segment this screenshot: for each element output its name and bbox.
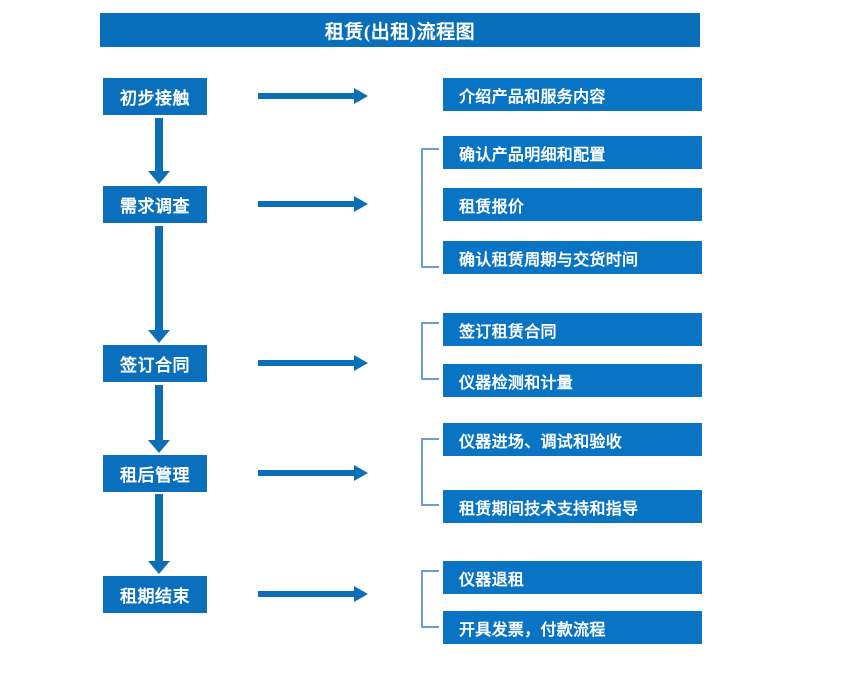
diagram-title: 租赁(出租)流程图	[100, 13, 700, 47]
stage-box-3[interactable]: 签订合同	[103, 345, 207, 382]
vertical-arrow-2	[148, 226, 170, 343]
horizontal-arrow-2	[258, 196, 368, 212]
detail-box-2[interactable]: 确认产品明细和配置	[443, 136, 702, 169]
horizontal-arrow-5	[258, 586, 368, 602]
vertical-arrow-3	[148, 385, 170, 453]
stage-box-2[interactable]: 需求调查	[103, 186, 207, 223]
horizontal-arrow-4	[258, 465, 368, 481]
detail-box-8[interactable]: 租赁期间技术支持和指导	[443, 490, 702, 523]
detail-box-4[interactable]: 确认租赁周期与交货时间	[443, 241, 702, 274]
vertical-arrow-4	[148, 494, 170, 574]
horizontal-arrow-1	[258, 88, 368, 104]
stage-box-1[interactable]: 初步接触	[103, 78, 207, 115]
detail-box-7[interactable]: 仪器进场、调试和验收	[443, 423, 702, 456]
detail-box-5[interactable]: 签订租赁合同	[443, 313, 702, 346]
detail-box-3[interactable]: 租赁报价	[443, 188, 702, 221]
detail-box-9[interactable]: 仪器退租	[443, 561, 702, 594]
stage-box-5[interactable]: 租期结束	[103, 576, 207, 613]
vertical-arrow-1	[148, 118, 170, 184]
detail-box-6[interactable]: 仪器检测和计量	[443, 364, 702, 397]
stage-box-4[interactable]: 租后管理	[103, 455, 207, 492]
detail-box-1[interactable]: 介绍产品和服务内容	[443, 78, 702, 111]
detail-box-10[interactable]: 开具发票，付款流程	[443, 611, 702, 644]
horizontal-arrow-3	[258, 355, 368, 371]
